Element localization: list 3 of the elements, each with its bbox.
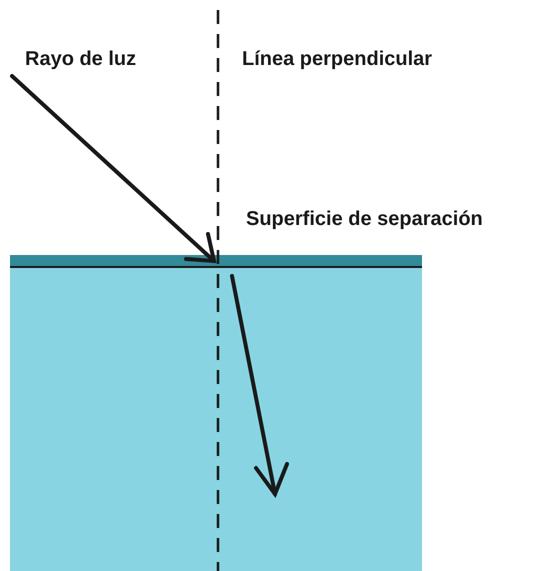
diagram-label: Rayo de luz [25,47,136,72]
diagram-label: Superficie de separación [246,207,483,232]
diagram-label: Línea perpendicular [242,47,432,72]
